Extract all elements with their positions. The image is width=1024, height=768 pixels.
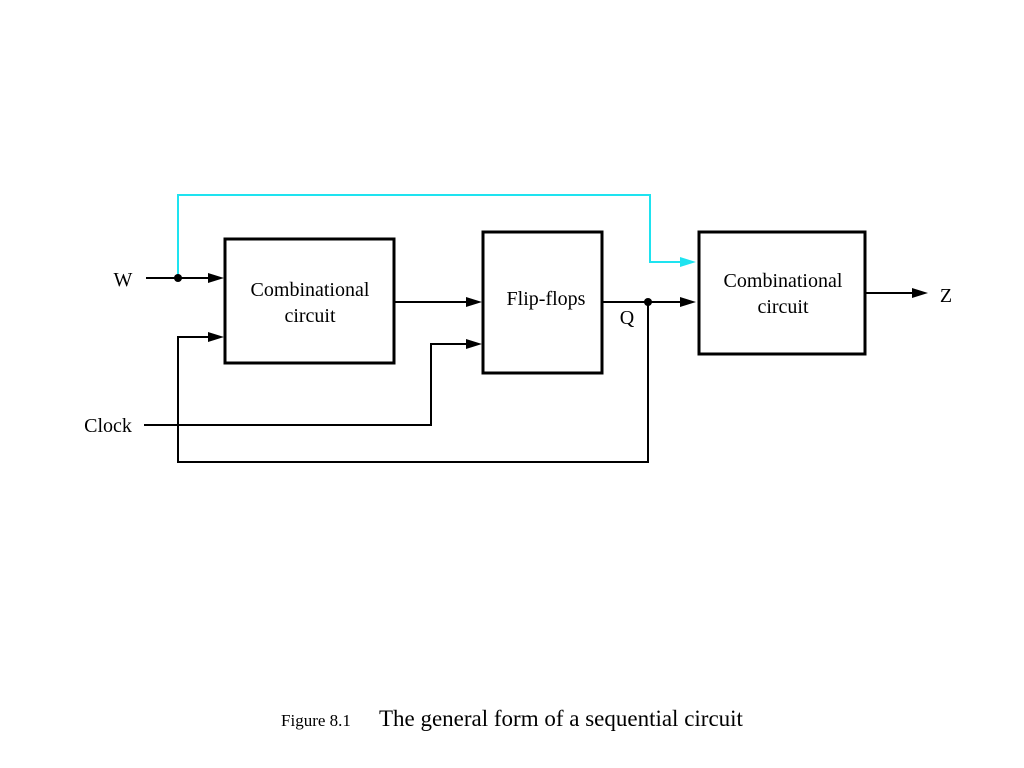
- q-junction-dot: [644, 298, 652, 306]
- q-output-arrowhead: [680, 297, 696, 307]
- clock-wire: [144, 343, 466, 426]
- q-feedback-wire: [177, 302, 649, 463]
- comb2-label-line1: Combinational: [724, 270, 843, 292]
- w-input-arrowhead: [208, 273, 224, 283]
- state-q-label: Q: [620, 307, 635, 329]
- w-bypass-arrowhead: [680, 257, 696, 267]
- figure-caption: Figure 8.1 The general form of a sequent…: [0, 706, 1024, 732]
- input-w-label: W: [114, 269, 133, 291]
- comb1-to-ff-arrowhead: [466, 297, 482, 307]
- w-bypass-wire: [177, 194, 682, 278]
- w-junction-dot: [174, 274, 182, 282]
- q-feedback-arrowhead: [208, 332, 224, 342]
- flip-flops-box: [481, 230, 604, 375]
- clock-arrowhead: [466, 339, 482, 349]
- figure-number: Figure 8.1: [281, 711, 351, 730]
- output-z-label: Z: [940, 285, 952, 307]
- comb1-label-line1: Combinational: [251, 279, 370, 301]
- figure-title: The general form of a sequential circuit: [378, 706, 743, 731]
- input-clock-label: Clock: [84, 415, 132, 437]
- z-output-arrowhead: [912, 288, 928, 298]
- comb1-label-line2: circuit: [284, 305, 336, 327]
- combinational-circuit-1-box: [223, 237, 396, 365]
- flip-flops-label: Flip-flops: [507, 288, 586, 310]
- combinational-circuit-2-box: [697, 230, 867, 356]
- comb2-label-line2: circuit: [757, 296, 809, 318]
